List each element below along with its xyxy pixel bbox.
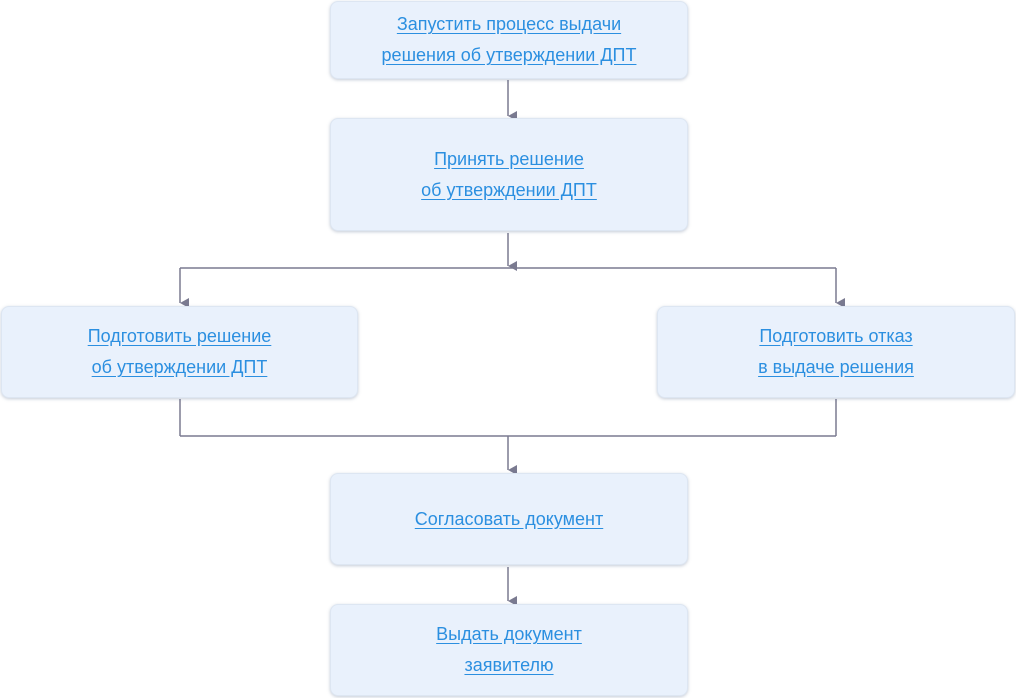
prepare-approval-link[interactable]: Подготовить решение об утверждении ДПТ [87,326,272,377]
node-make-decision[interactable]: Принять решение об утверждении ДПТ [330,118,688,231]
prepare-refusal-link[interactable]: Подготовить отказ в выдаче решения [758,326,914,377]
node-issue-document[interactable]: Выдать документ заявителю [330,604,688,696]
node-start-process[interactable]: Запустить процесс выдачи решения об утве… [330,1,688,79]
start-process-link[interactable]: Запустить процесс выдачи решения об утве… [381,14,637,65]
issue-document-link[interactable]: Выдать документ заявителю [436,624,582,675]
node-coordinate-document[interactable]: Согласовать документ [330,473,688,565]
node-prepare-refusal[interactable]: Подготовить отказ в выдаче решения [657,306,1015,398]
make-decision-link[interactable]: Принять решение об утверждении ДПТ [421,148,597,200]
coordinate-document-link[interactable]: Согласовать документ [414,508,604,529]
node-prepare-approval[interactable]: Подготовить решение об утверждении ДПТ [1,306,358,398]
